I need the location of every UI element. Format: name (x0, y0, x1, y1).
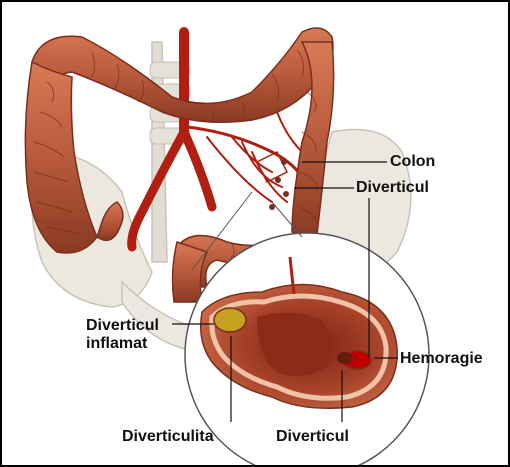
label-diverticul-top: Diverticul (356, 179, 429, 197)
label-diverticul-bottom: Diverticul (276, 428, 349, 446)
label-diverticul-inflamat-line2: inflamat (86, 335, 159, 353)
label-diverticulita: Diverticulita (122, 428, 214, 446)
label-diverticul-inflamat-line1: Diverticul (86, 317, 159, 335)
label-hemoragie: Hemoragie (400, 350, 483, 368)
label-diverticul-inflamat: Diverticul inflamat (86, 317, 159, 353)
inflamed-diverticulum-icon (214, 308, 246, 332)
label-colon: Colon (390, 153, 435, 171)
